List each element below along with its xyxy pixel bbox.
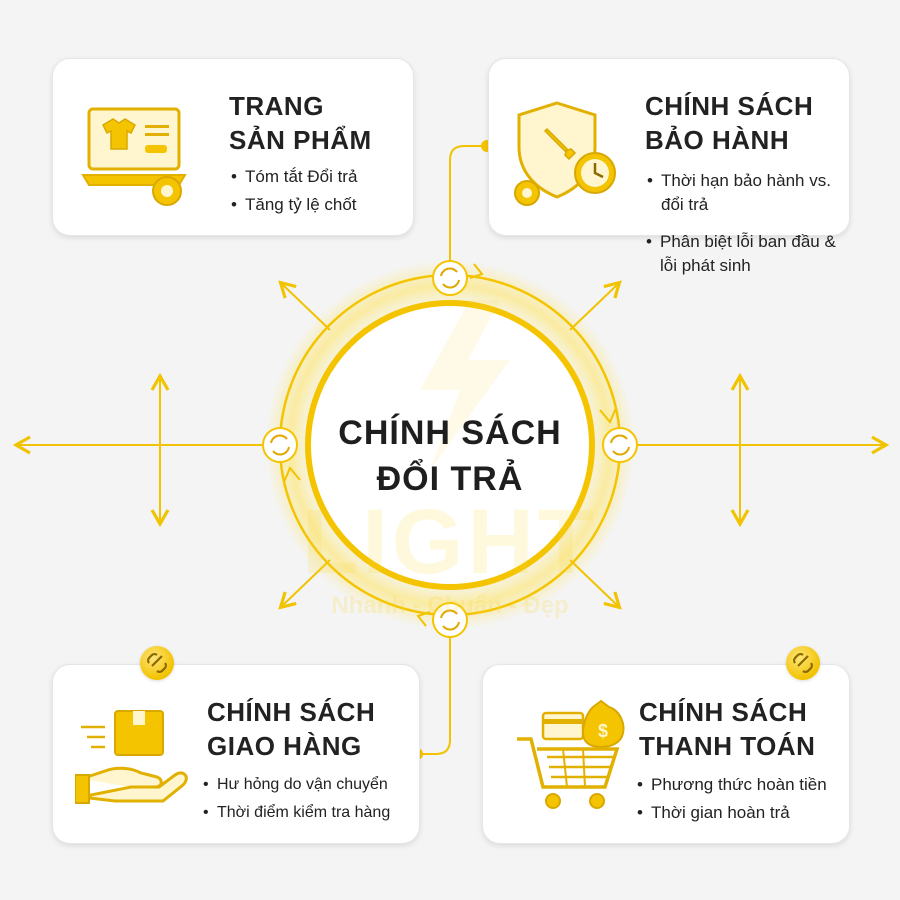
shield-wrench-clock-icon: [507, 97, 627, 217]
bullet-list: Phân biệt lỗi ban đầu & lỗi phát sinh: [646, 230, 846, 282]
list-item: Hư hỏng do vận chuyển: [203, 773, 415, 797]
bullet-list: Phương thức hoàn tiền Thời gian hoàn trả: [637, 773, 842, 829]
center-title: CHÍNH SÁCH ĐỔI TRẢ: [338, 414, 562, 498]
cycle-icon: [602, 427, 638, 463]
list-item: Thời gian hoàn trả: [637, 801, 842, 825]
cart-money-icon: $: [513, 695, 633, 825]
top-connector: [449, 145, 486, 275]
card-payment: $ CHÍNH SÁCH THANH TOÁN Phương thức hoàn…: [482, 664, 850, 844]
inner-ring: [305, 300, 595, 590]
svg-text:$: $: [598, 721, 608, 741]
card-title: CHÍNH SÁCH THANH TOÁN: [639, 697, 816, 761]
cycle-icon: [262, 427, 298, 463]
card-title: TRANG SẢN PHẨM: [229, 91, 372, 155]
list-item: Phân biệt lỗi ban đầu & lỗi phát sinh: [646, 230, 846, 278]
list-item: Tăng tỷ lệ chốt: [231, 193, 401, 217]
card-title: CHÍNH SÁCH BẢO HÀNH: [645, 91, 814, 155]
right-connectors: [638, 372, 872, 528]
bullet-list: Thời hạn bảo hành vs. đổi trả: [647, 169, 837, 221]
card-shipping: CHÍNH SÁCH GIAO HÀNG Hư hỏng do vận chuy…: [52, 664, 420, 844]
diagonal-arrows: [278, 280, 622, 610]
left-connectors: [30, 372, 262, 528]
laptop-shirt-icon: [81, 101, 191, 211]
lightning-watermark-icon: [420, 300, 510, 470]
card-warranty: CHÍNH SÁCH BẢO HÀNH Thời hạn bảo hành vs…: [488, 58, 850, 236]
list-item: Thời hạn bảo hành vs. đổi trả: [647, 169, 837, 217]
cycle-icon: [432, 260, 468, 296]
hand-box-icon: [74, 701, 195, 821]
link-chain-icon: [786, 646, 820, 680]
list-item: Tóm tắt Đổi trả: [231, 165, 401, 189]
card-product-page: TRANG SẢN PHẨM Tóm tắt Đổi trả Tăng tỷ l…: [52, 58, 414, 236]
bullet-list: Hư hỏng do vận chuyển Thời điểm kiểm tra…: [203, 773, 415, 829]
bullet-list: Tóm tắt Đổi trả Tăng tỷ lệ chốt: [231, 165, 401, 221]
card-title: CHÍNH SÁCH GIAO HÀNG: [207, 697, 376, 761]
link-chain-icon: [140, 646, 174, 680]
list-item: Phương thức hoàn tiền: [637, 773, 842, 797]
list-item: Thời điểm kiểm tra hàng: [203, 801, 415, 825]
cycle-icon: [432, 602, 468, 638]
